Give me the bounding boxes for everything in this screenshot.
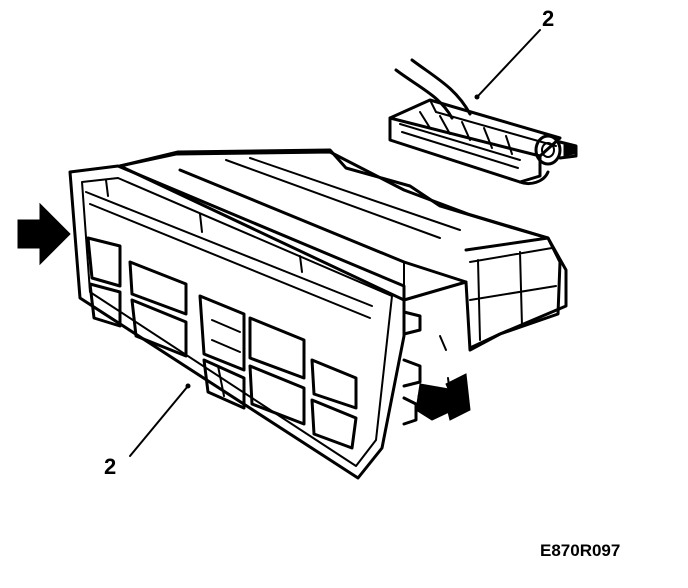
leader-dot	[185, 383, 191, 389]
leader-line	[129, 385, 189, 457]
leader-line	[477, 29, 541, 97]
press-arrow-right	[415, 373, 471, 421]
leader-dot	[474, 94, 480, 100]
wiring-connector	[388, 58, 578, 186]
callout-panel: 2	[104, 383, 191, 479]
callout-label-panel: 2	[104, 454, 116, 479]
callout-label-connector: 2	[542, 6, 554, 31]
control-panel	[68, 148, 568, 480]
figure-code: E870R097	[540, 541, 620, 560]
callout-connector: 2	[474, 6, 554, 100]
press-arrow-left	[17, 202, 71, 266]
button-grid	[86, 236, 358, 450]
